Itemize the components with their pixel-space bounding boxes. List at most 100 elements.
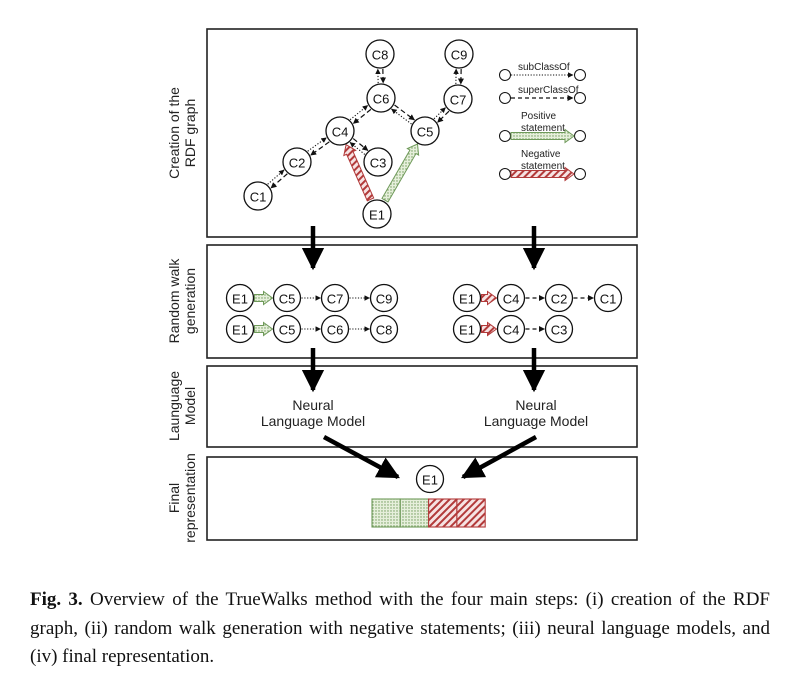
walk-positive-2: E1 C5 C6 C8 [225, 314, 399, 344]
side-label-line: Model [182, 387, 198, 425]
node-c3: C3 [363, 147, 393, 177]
node-circle [544, 283, 574, 313]
walk-negative-2: E1 C4 C3 [452, 314, 574, 344]
walk-node-c2: C2 [544, 283, 574, 313]
node-label: C6 [373, 92, 390, 107]
walk-node-c3: C3 [544, 314, 574, 344]
node-label: E1 [422, 473, 438, 488]
edge-subclassof-C2-C4 [307, 137, 327, 152]
node-label: E1 [369, 208, 385, 223]
arrow-lm-to-final-right [461, 435, 538, 479]
node-circle [415, 464, 445, 494]
node-label: E1 [459, 292, 475, 307]
node-c2: C2 [282, 147, 312, 177]
walk-node-e1: E1 [452, 283, 482, 313]
caption-prefix: Fig. 3. [30, 589, 83, 610]
node-circle [272, 314, 302, 344]
walk-positive-1: E1 C5 C7 C9 [225, 283, 399, 313]
language-model-label: Neural [515, 397, 556, 413]
node-label: C9 [451, 48, 468, 63]
node-label: C1 [600, 292, 617, 307]
panel-language-model [206, 365, 638, 448]
rdf-graph-edges [267, 68, 464, 203]
legend-arrow [510, 128, 575, 144]
walk-node-c5: C5 [272, 283, 302, 313]
side-label-line: Random walk [166, 258, 182, 344]
walk-node-c1: C1 [593, 283, 623, 313]
node-label: C8 [376, 323, 393, 338]
walk-link-negative [481, 321, 498, 337]
walk-node-c4: C4 [496, 283, 526, 313]
node-label: C7 [327, 292, 344, 307]
node-circle [325, 116, 355, 146]
node-label: C8 [372, 48, 389, 63]
node-label: E1 [232, 292, 248, 307]
edge-subclassof-C4-C6 [349, 105, 369, 121]
walk-node-c6: C6 [320, 314, 350, 344]
node-c7: C7 [443, 84, 473, 114]
node-label: C5 [279, 323, 296, 338]
node-label: E1 [232, 323, 248, 338]
walk-node-c9: C9 [369, 283, 399, 313]
language-model-label: Language Model [484, 413, 588, 429]
node-circle [369, 314, 399, 344]
embedding-segment-positive [399, 498, 430, 528]
walk-node-c5: C5 [272, 314, 302, 344]
node-circle [362, 199, 392, 229]
figure-caption: Fig. 3. Overview of the TrueWalks method… [30, 586, 770, 672]
node-c6: C6 [366, 83, 396, 113]
edge-superclassof-C6-C4 [352, 108, 372, 125]
caption-text: Overview of the TrueWalks method with th… [30, 589, 770, 667]
walk-node-e1: E1 [225, 283, 255, 313]
legend-item-subclassof: subClassOf [499, 62, 586, 81]
side-label-line: RDF graph [182, 99, 198, 167]
node-circle [369, 283, 399, 313]
node-label: C4 [332, 125, 349, 140]
embedding-segment-positive [371, 498, 401, 528]
legend: subClassOfsuperClassOfPositivestatementN… [499, 62, 586, 182]
node-label: C5 [279, 292, 296, 307]
walk-link-positive [254, 290, 274, 306]
node-circle [320, 283, 350, 313]
legend-circle [499, 69, 511, 81]
node-c5: C5 [410, 116, 440, 146]
language-model-label: Language Model [261, 413, 365, 429]
node-label: C4 [503, 323, 520, 338]
legend-circle [574, 69, 586, 81]
walk-link-negative [481, 290, 498, 306]
node-label: C5 [417, 125, 434, 140]
edge-superclassof-C6-C5 [394, 104, 415, 121]
language-model-label: Neural [292, 397, 333, 413]
walk-link-positive [254, 321, 274, 337]
final-representation: E1 [371, 464, 486, 528]
flow-arrows [301, 226, 546, 479]
legend-circle [499, 168, 511, 180]
node-label: C6 [327, 323, 344, 338]
node-circle [410, 116, 440, 146]
side-label-line: Final [166, 483, 182, 513]
node-label: C1 [250, 190, 267, 205]
node-circle [593, 283, 623, 313]
node-label: C3 [551, 323, 568, 338]
node-c9: C9 [444, 39, 474, 69]
node-label: E1 [459, 323, 475, 338]
walk-negative-1: E1 C4 C2 C1 [452, 283, 623, 313]
node-circle [243, 181, 273, 211]
node-circle [365, 39, 395, 69]
walk-node-c4: C4 [496, 314, 526, 344]
legend-circle [499, 92, 511, 104]
edge-superclassof-C2-C1 [270, 173, 288, 189]
node-circle [544, 314, 574, 344]
node-label: C9 [376, 292, 393, 307]
arrow-lm-to-final-left [322, 435, 400, 479]
node-circle [272, 283, 302, 313]
edge-positive-E1-C5 [381, 143, 420, 203]
embedding-segment-negative [456, 498, 486, 528]
